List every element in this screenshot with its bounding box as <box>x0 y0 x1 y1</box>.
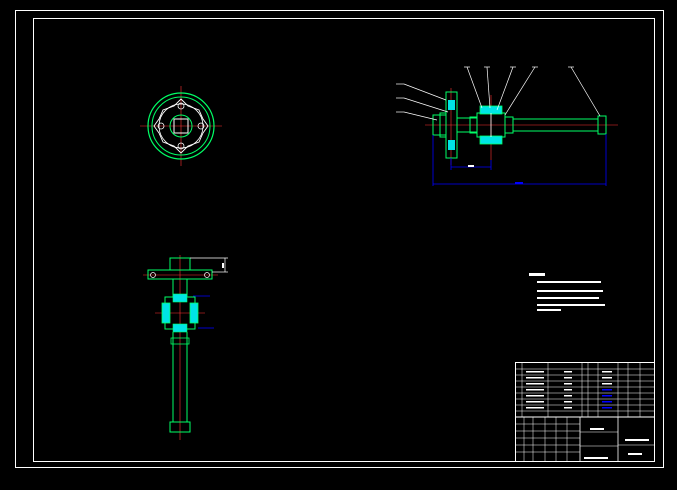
parts-list-entry-mark <box>564 401 572 403</box>
bolt-hole-left <box>157 122 165 130</box>
parts-list-entry-mark <box>526 377 544 379</box>
flange-section-bottom <box>448 140 455 150</box>
coupling-section-bottom <box>479 135 503 145</box>
parts-list-entry-mark <box>564 407 572 409</box>
title-block-drawing-number-mark <box>628 453 642 455</box>
parts-list-entry-mark <box>602 377 612 379</box>
vertical-view-dimensions <box>190 257 228 273</box>
top-flange-hole-right <box>204 272 210 278</box>
leader-8 <box>570 66 601 117</box>
end-view <box>140 86 222 166</box>
leader-4 <box>466 66 483 109</box>
leader-2 <box>403 97 449 113</box>
top-shaft-end <box>169 257 191 271</box>
left-shaft-collar <box>439 112 447 138</box>
inner-frame <box>33 18 655 462</box>
hub-circle <box>169 114 193 138</box>
title-block-border <box>515 362 655 462</box>
leader-5 <box>486 66 491 109</box>
parts-list-grid <box>515 363 655 417</box>
bolt-hole-bottom <box>177 142 185 150</box>
front-section-view <box>396 66 618 186</box>
parts-list-entry-mark <box>526 371 544 373</box>
parts-list-entry-mark <box>564 383 572 385</box>
parts-list-entry-mark <box>602 383 612 385</box>
parts-list-entry-mark <box>602 401 612 403</box>
note-line-2 <box>537 290 603 292</box>
coupling-right-hub <box>504 116 514 134</box>
title-block <box>515 362 655 462</box>
notes-heading-mark <box>529 273 545 276</box>
dim-text-top <box>222 263 224 268</box>
parts-list-entry-mark <box>602 371 612 373</box>
title-block-company-mark <box>590 428 604 430</box>
technical-notes <box>529 273 605 311</box>
parts-list-entry-mark <box>564 395 572 397</box>
note-line-4 <box>537 304 605 306</box>
coupling-left-hub <box>469 116 478 134</box>
parts-list-entry-mark <box>526 395 544 397</box>
square-bore <box>173 118 189 134</box>
dim-text-short <box>468 165 474 167</box>
bolt-hole-top <box>177 102 185 110</box>
parts-list-entry-mark <box>602 395 612 397</box>
vertical-coupling-section-bottom <box>172 323 188 333</box>
note-line-5 <box>537 309 561 311</box>
parts-list-entry-mark <box>526 383 544 385</box>
leader-1 <box>403 83 447 101</box>
title-block-drawing-title-mark <box>625 439 649 441</box>
parts-list-entries <box>526 371 612 409</box>
spider-coupling-outline <box>153 98 209 154</box>
title-block-scale-mark <box>584 457 608 459</box>
vertical-coupling-section-left <box>161 302 171 324</box>
leader-6 <box>496 66 514 111</box>
parts-list-entry-mark <box>526 407 544 409</box>
vertical-coupling-section-top <box>172 293 188 303</box>
flange-rim-circle <box>151 96 211 156</box>
leader-3 <box>403 111 438 121</box>
outer-frame <box>15 10 664 468</box>
parts-list-entry-mark <box>564 371 572 373</box>
parts-list-entry-mark <box>602 389 612 391</box>
parts-list-entry-mark <box>564 377 572 379</box>
vertical-coupling-section-right <box>189 302 199 324</box>
right-shaft-end <box>597 115 607 135</box>
dim-text-overall <box>515 182 523 184</box>
note-line-3 <box>537 297 599 299</box>
leader-7 <box>504 66 536 116</box>
parts-list-entry-mark <box>564 389 572 391</box>
flange-section-top <box>448 100 455 110</box>
bolt-hole-right <box>197 122 205 130</box>
parts-list-entry-mark <box>526 401 544 403</box>
bolt-circle <box>158 103 204 149</box>
coupling-section-top <box>479 105 503 115</box>
parts-list-entry-mark <box>526 389 544 391</box>
vertical-section-view <box>143 255 228 440</box>
leader-lines <box>396 66 601 121</box>
bottom-shaft-end <box>169 421 191 433</box>
parts-list-entry-mark <box>602 407 612 409</box>
signature-grid <box>515 417 580 461</box>
flange-outer-circle <box>147 92 215 160</box>
note-line-1 <box>537 281 601 283</box>
top-flange-hole-left <box>150 272 156 278</box>
lower-shaft-collar <box>170 337 190 345</box>
